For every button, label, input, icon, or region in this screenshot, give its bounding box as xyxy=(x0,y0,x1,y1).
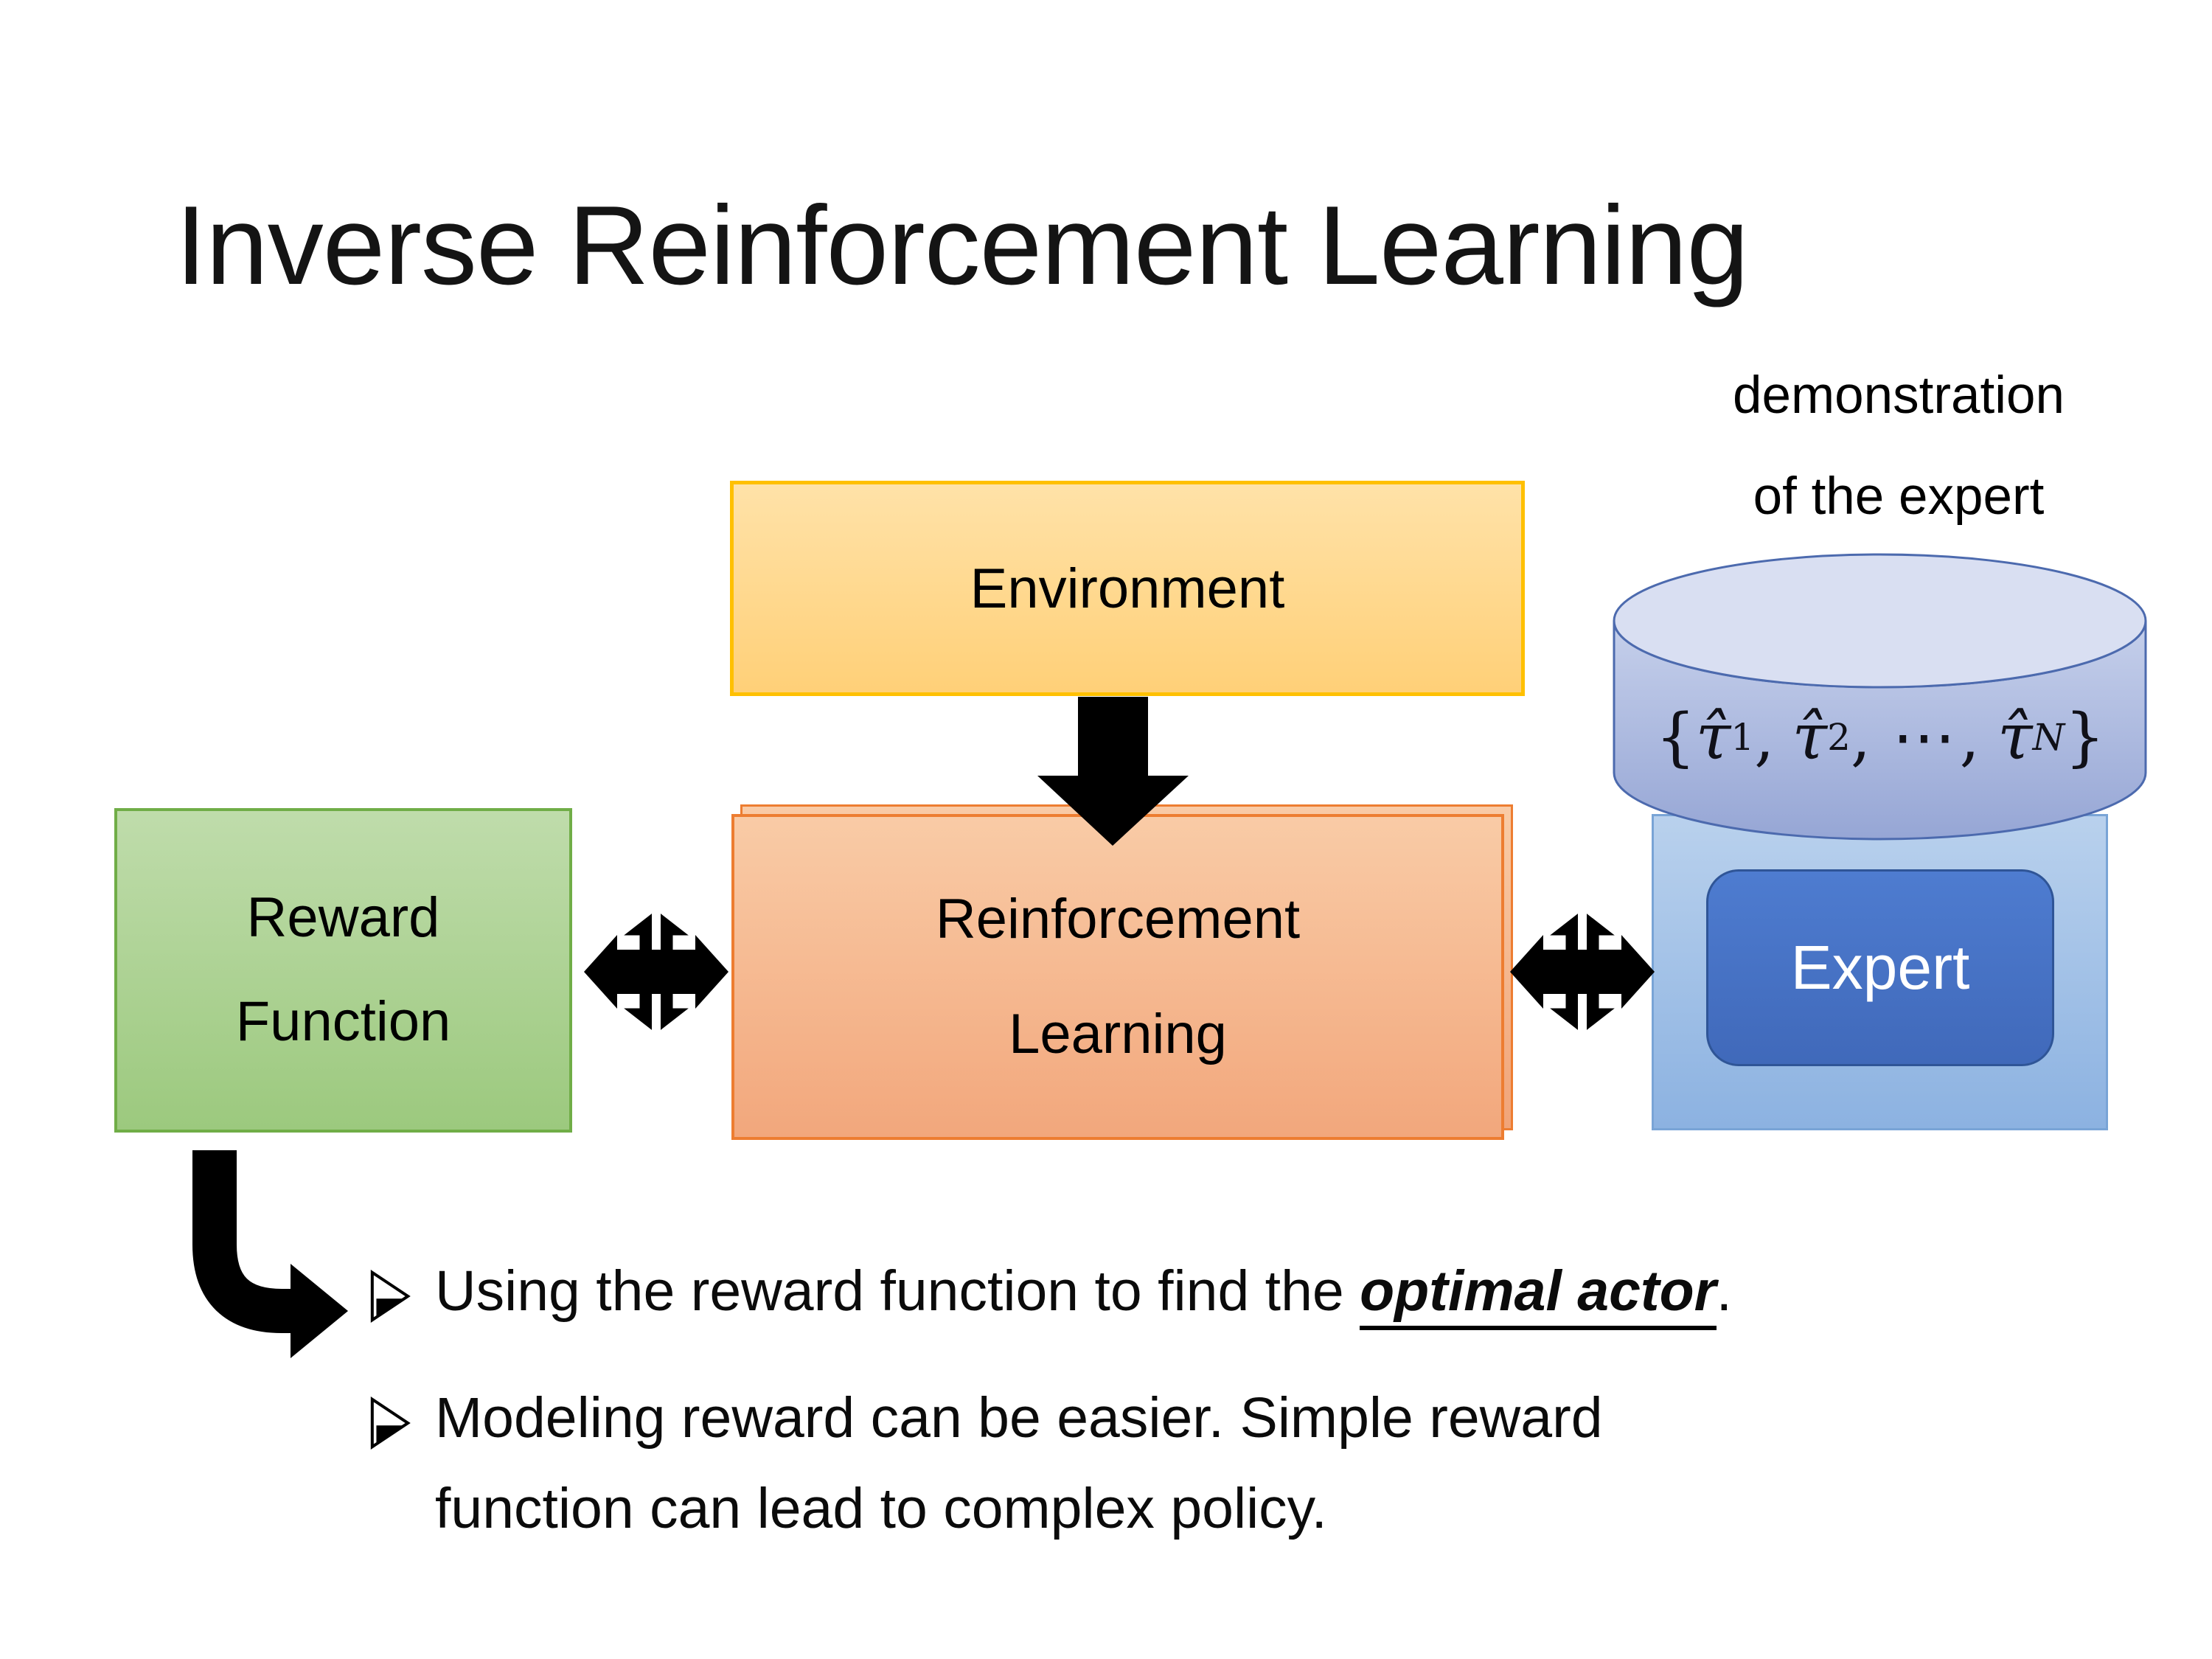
reward-function-label-line2: Function xyxy=(235,990,451,1053)
formula-tau-N: τ̂ xyxy=(1997,700,2033,774)
environment-box: Environment xyxy=(730,481,1525,696)
formula-cdots: ⋯ xyxy=(1892,700,1956,774)
bullet-item-optimal-actor: Using the reward function to find the op… xyxy=(369,1246,1732,1337)
demonstration-label: demonstration of the expert xyxy=(1652,345,2146,547)
reinforcement-learning-box: Reinforcement Learning xyxy=(731,814,1504,1140)
formula-open-brace: { xyxy=(1655,700,1696,774)
right-double-arrow-icon xyxy=(1510,903,1655,1040)
formula-close-brace: } xyxy=(2065,700,2105,774)
demonstration-label-line2: of the expert xyxy=(1753,467,2045,526)
left-double-arrow-icon xyxy=(584,903,728,1040)
bullet-item-modeling-reward: Modeling reward can be easier. Simple re… xyxy=(369,1373,1603,1554)
reward-function-box: Reward Function xyxy=(114,808,572,1133)
bullet1-suffix: . xyxy=(1716,1259,1732,1323)
bullet-text: Modeling reward can be easier. Simple re… xyxy=(435,1373,1603,1554)
bent-arrow-icon xyxy=(192,1150,348,1358)
bullet1-emphasis: optimal actor xyxy=(1360,1259,1717,1330)
reward-function-label-line1: Reward xyxy=(246,886,440,950)
formula-tau-2: τ̂ xyxy=(1792,700,1828,774)
demonstration-label-line1: demonstration xyxy=(1733,366,2065,425)
expert-label: Expert xyxy=(1790,933,1970,1002)
bullet1-prefix: Using the reward function to find the xyxy=(435,1259,1360,1323)
environment-label: Environment xyxy=(970,557,1285,620)
reinforcement-learning-label-line1: Reinforcement xyxy=(935,888,1301,951)
bullet2-line1: Modeling reward can be easier. Simple re… xyxy=(435,1386,1603,1450)
bullet2-line2: function can lead to complex policy. xyxy=(435,1477,1327,1541)
expert-box: Expert xyxy=(1706,869,2054,1066)
formula-tau-1: τ̂ xyxy=(1695,700,1731,774)
bullet-arrowhead-icon xyxy=(370,1270,411,1323)
trajectory-set-formula: {τ̂1,τ̂2,⋯,τ̂N} xyxy=(1655,700,2105,774)
formula-comma-3: , xyxy=(1959,700,1980,774)
formula-comma-1: , xyxy=(1754,700,1775,774)
reinforcement-learning-label-line2: Learning xyxy=(1009,1003,1227,1065)
bullet-text: Using the reward function to find the op… xyxy=(435,1246,1732,1337)
formula-comma-2: , xyxy=(1850,700,1871,774)
page-title: Inverse Reinforcement Learning xyxy=(175,183,1749,308)
bullet-arrowhead-icon xyxy=(370,1397,411,1450)
